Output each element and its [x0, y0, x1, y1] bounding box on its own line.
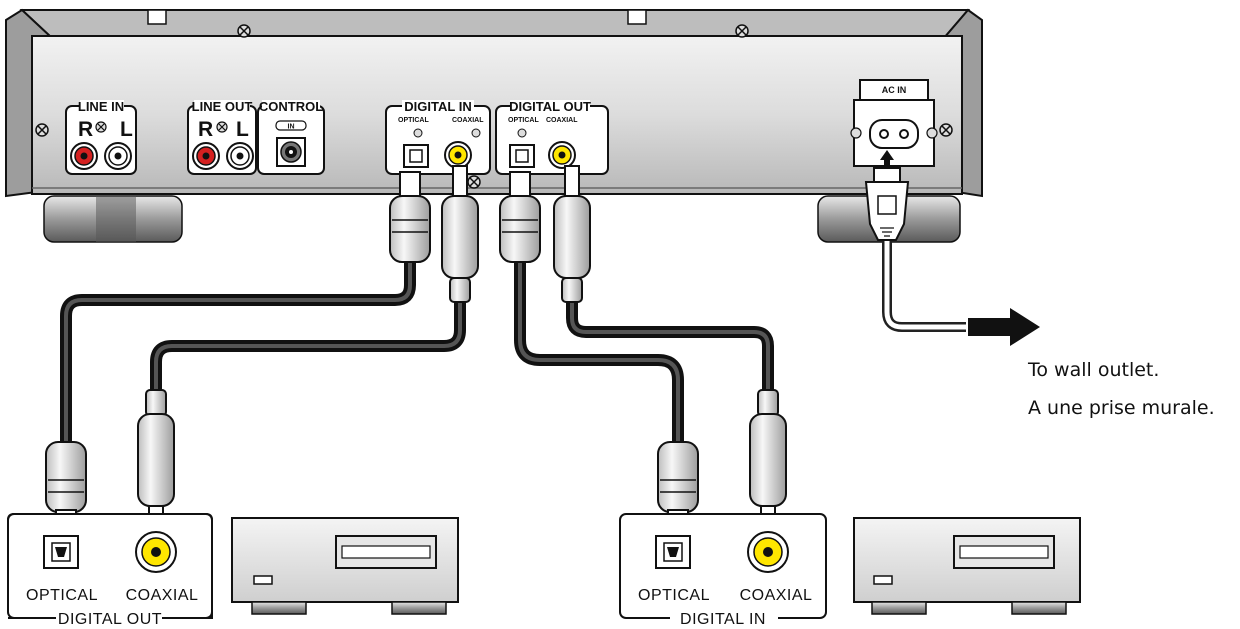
- arrow-right-icon: [968, 308, 1040, 346]
- arrow-up-icon: [880, 150, 894, 168]
- right-device-panel: OPTICAL COAXIAL DIGITAL IN: [619, 389, 827, 628]
- optical-plug: [657, 441, 699, 525]
- coaxial-jack[interactable]: [747, 531, 789, 573]
- digital-out-title: DIGITAL OUT: [509, 99, 591, 114]
- main-unit: LINE IN R L LINE OUT R L: [5, 8, 983, 243]
- chassis-tab: [627, 9, 647, 25]
- line-in-l-label: L: [120, 118, 133, 141]
- ac-in-panel: AC IN: [850, 79, 938, 167]
- left-optical-label: OPTICAL: [26, 587, 98, 604]
- line-out-title: LINE OUT: [192, 99, 253, 114]
- cables: [60, 240, 966, 448]
- left-device-panel: OPTICAL COAXIAL DIGITAL OUT: [7, 389, 213, 628]
- screw-icon: [517, 128, 527, 138]
- digital-in-coaxial-label: COAXIAL: [452, 117, 484, 124]
- line-out-l-label: L: [236, 118, 249, 141]
- optical-plug: [389, 171, 431, 263]
- optical-jack[interactable]: [655, 535, 691, 569]
- line-out-panel: LINE OUT R L: [187, 99, 257, 175]
- rca-jack-red[interactable]: [192, 142, 220, 170]
- screw-icon: [216, 121, 228, 133]
- control-panel: CONTROL IN: [257, 99, 325, 175]
- rca-jack-red[interactable]: [70, 142, 98, 170]
- power-plug: [864, 150, 910, 241]
- digital-out-coaxial-label: COAXIAL: [546, 117, 578, 124]
- coaxial-jack[interactable]: [135, 531, 177, 573]
- screw-icon: [413, 128, 423, 138]
- right-coaxial-label: COAXIAL: [740, 587, 813, 604]
- control-in-badge: IN: [288, 124, 295, 131]
- right-optical-label: OPTICAL: [638, 587, 710, 604]
- ac-inlet[interactable]: [869, 119, 919, 149]
- screw-icon: [926, 127, 938, 139]
- screw-icon: [467, 175, 481, 189]
- right-device-unit: [853, 517, 1081, 615]
- chassis-tab: [147, 9, 167, 25]
- coaxial-jack[interactable]: [444, 141, 472, 169]
- left-device-unit: [231, 517, 459, 615]
- screw-icon: [735, 24, 749, 38]
- rca-jack-white[interactable]: [226, 142, 254, 170]
- screw-icon: [35, 123, 49, 137]
- line-in-r-label: R: [78, 118, 93, 141]
- right-device-title: DIGITAL IN: [680, 611, 766, 628]
- digital-out-panel: DIGITAL OUT OPTICAL COAXIAL: [495, 99, 609, 175]
- screw-icon: [850, 127, 862, 139]
- digital-in-optical-label: OPTICAL: [398, 117, 429, 124]
- coaxial-jack[interactable]: [548, 141, 576, 169]
- control-jack[interactable]: [276, 137, 306, 167]
- screw-icon: [939, 123, 953, 137]
- control-title: CONTROL: [259, 99, 323, 114]
- main-foot-left: [43, 195, 183, 243]
- ac-in-title: AC IN: [882, 85, 907, 95]
- optical-jack[interactable]: [403, 144, 429, 168]
- optical-jack[interactable]: [43, 535, 79, 569]
- digital-out-optical-label: OPTICAL: [508, 117, 539, 124]
- line-out-r-label: R: [198, 118, 213, 141]
- main-plugs: [389, 150, 910, 303]
- outlet-note-line2: A une prise murale.: [1028, 397, 1215, 419]
- digital-in-title: DIGITAL IN: [404, 99, 471, 114]
- line-in-title: LINE IN: [78, 99, 124, 114]
- coaxial-plug: [441, 165, 479, 303]
- left-coaxial-label: COAXIAL: [126, 587, 199, 604]
- digital-in-panel: DIGITAL IN OPTICAL COAXIAL: [385, 99, 491, 175]
- rca-jack-white[interactable]: [104, 142, 132, 170]
- coaxial-plug: [553, 165, 591, 303]
- left-device-title: DIGITAL OUT: [58, 611, 162, 628]
- coaxial-plug: [137, 389, 175, 531]
- screw-icon: [95, 121, 107, 133]
- optical-jack[interactable]: [509, 144, 535, 168]
- screw-icon: [471, 128, 481, 138]
- line-in-panel: LINE IN R L: [65, 99, 137, 175]
- coaxial-plug: [749, 389, 787, 531]
- outlet-note-line1: To wall outlet.: [1027, 359, 1159, 381]
- optical-plug: [499, 171, 541, 263]
- optical-plug: [45, 441, 87, 525]
- screw-icon: [237, 24, 251, 38]
